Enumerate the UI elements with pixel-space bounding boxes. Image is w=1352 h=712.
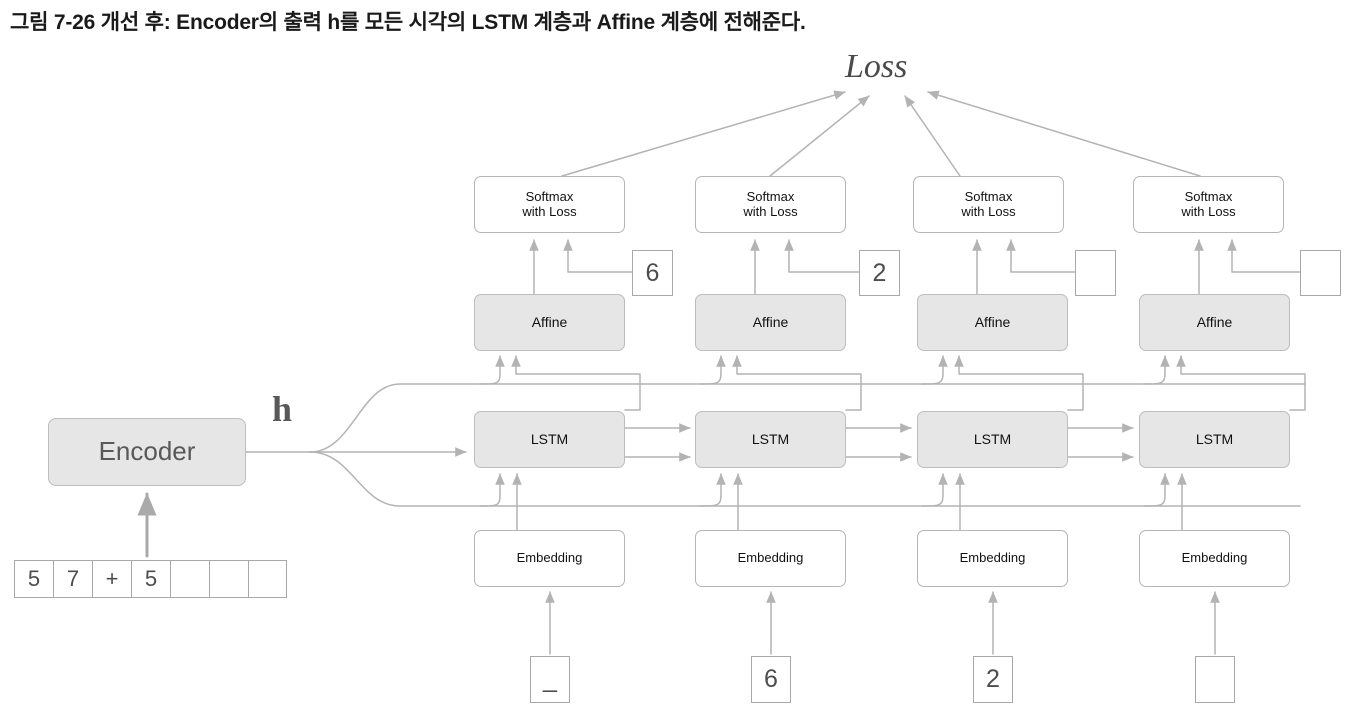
lstm-box-2[interactable]: LSTM	[917, 411, 1068, 468]
teacher-token-box-1: 2	[859, 250, 900, 296]
encoder-input-cell-3: 5	[131, 560, 170, 598]
lstm-box-0[interactable]: LSTM	[474, 411, 625, 468]
lstm-box-1[interactable]: LSTM	[695, 411, 846, 468]
embedding-box-1[interactable]: Embedding	[695, 530, 846, 587]
teacher-token-box-3	[1300, 250, 1341, 296]
teacher-token-box-0: 6	[632, 250, 673, 296]
encoder-input-cell-2: +	[92, 560, 131, 598]
encoder-input-cell-1: 7	[53, 560, 92, 598]
affine-box-2[interactable]: Affine	[917, 294, 1068, 351]
embedding-box-0[interactable]: Embedding	[474, 530, 625, 587]
teacher-token-box-2	[1075, 250, 1116, 296]
figure-caption: 그림 7-26 개선 후: Encoder의 출력 h를 모든 시각의 LSTM…	[10, 11, 806, 34]
input-token-box-1: 6	[751, 656, 791, 703]
embedding-box-3[interactable]: Embedding	[1139, 530, 1290, 587]
embedding-box-2[interactable]: Embedding	[917, 530, 1068, 587]
input-token-box-3	[1195, 656, 1235, 703]
affine-box-1[interactable]: Affine	[695, 294, 846, 351]
encoder-input-cell-0: 5	[14, 560, 53, 598]
affine-box-3[interactable]: Affine	[1139, 294, 1290, 351]
input-token-box-2: 2	[973, 656, 1013, 703]
loss-label: Loss	[845, 48, 908, 85]
encoder-input-cell-6	[248, 560, 287, 598]
lstm-box-3[interactable]: LSTM	[1139, 411, 1290, 468]
encoder-input-cell-5	[209, 560, 248, 598]
encoder-input-strip: 5 7 + 5	[14, 560, 287, 598]
h-vector-label: h	[272, 389, 293, 429]
encoder-box[interactable]: Encoder	[48, 418, 246, 486]
encoder-input-cell-4	[170, 560, 209, 598]
affine-box-0[interactable]: Affine	[474, 294, 625, 351]
input-token-box-0: _	[530, 656, 570, 703]
